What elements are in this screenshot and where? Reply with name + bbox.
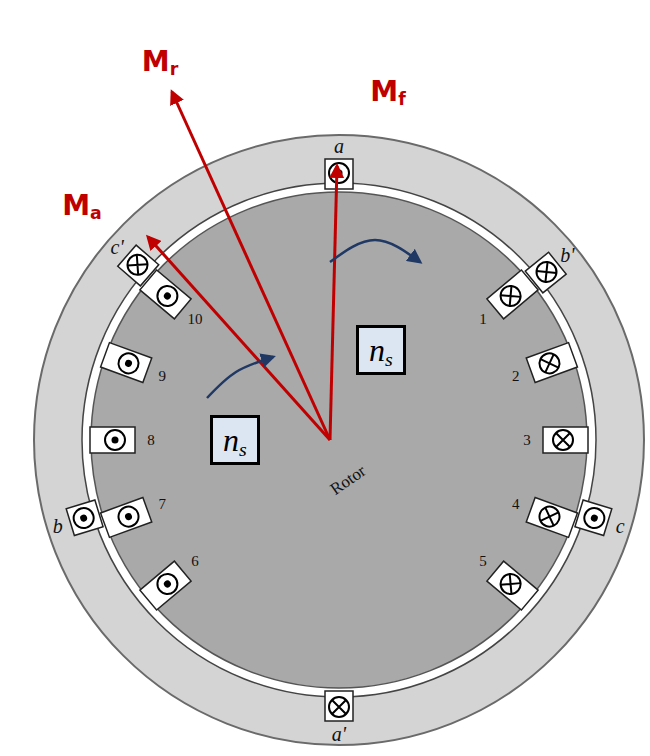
current-out-dot	[162, 579, 172, 589]
conductor-slot	[487, 561, 538, 610]
conductor-slot	[101, 343, 152, 383]
slot-number: 1	[479, 312, 487, 327]
conductor-slot	[140, 561, 191, 610]
conductor-slot	[487, 270, 538, 319]
conductor-slot	[575, 500, 612, 536]
stator-ring	[34, 135, 644, 745]
phase-label: b	[53, 516, 63, 536]
current-in-cross	[332, 700, 346, 714]
conductor-slot	[90, 427, 135, 453]
phase-label: c'	[111, 237, 124, 257]
current-out-dot	[124, 359, 133, 368]
conductor-circle	[497, 570, 525, 598]
field-vector	[148, 237, 330, 440]
conductor-circle	[105, 430, 125, 450]
rotor-body	[91, 192, 587, 688]
conductor-slot	[101, 498, 152, 538]
conductor-circle	[153, 282, 181, 310]
field-vector	[330, 166, 337, 440]
conductor-circle	[532, 258, 560, 286]
slot-outline	[66, 500, 103, 536]
slot-outline	[526, 343, 577, 383]
slot-outline	[140, 561, 191, 610]
conductor-circle	[329, 697, 349, 717]
slot-number: 9	[159, 368, 167, 383]
slot-outline	[487, 561, 538, 610]
rotation-arrow	[207, 357, 273, 398]
conductor-slot	[543, 427, 588, 453]
rotor-label: Rotor	[327, 462, 368, 498]
phase-label: a	[334, 136, 344, 156]
slot-outline	[526, 498, 577, 538]
conductor-slot	[66, 500, 103, 536]
slot-number: 6	[191, 553, 199, 568]
conductor-slot	[325, 159, 353, 189]
conductor-circle	[582, 506, 607, 531]
conductor-circle	[329, 163, 349, 183]
conductor-circle	[116, 351, 142, 377]
slot-outline	[487, 270, 538, 319]
conductor-circle	[497, 282, 525, 310]
slot-outline	[575, 500, 612, 536]
speed-box: ns	[210, 415, 260, 465]
current-out-dot	[162, 291, 172, 301]
conductor-circle	[123, 251, 151, 279]
current-out-dot	[590, 514, 599, 523]
slot-outline	[101, 498, 152, 538]
vector-label: Mr	[142, 48, 178, 76]
slot-number: 7	[159, 497, 167, 512]
stator-bore	[82, 183, 596, 697]
conductor-slot	[325, 691, 353, 721]
slot-number: 10	[187, 312, 202, 327]
slot-number: 4	[512, 497, 520, 512]
vector-label: Ma	[62, 192, 102, 220]
current-out-dot	[79, 514, 88, 523]
phase-label: b'	[560, 245, 574, 265]
speed-symbol: ns	[223, 424, 247, 456]
current-in-cross	[537, 262, 557, 282]
speed-box: ns	[356, 325, 406, 375]
current-in-cross	[541, 508, 559, 526]
current-out-dot	[124, 512, 133, 521]
vector-group	[148, 92, 420, 440]
conductor-circle	[537, 351, 563, 377]
slot-outline	[101, 343, 152, 383]
slot-number: 5	[479, 553, 487, 568]
current-in-cross	[501, 286, 521, 306]
slot-number: 2	[512, 368, 520, 383]
slot-outline	[325, 159, 353, 189]
phase-label: c	[616, 516, 625, 536]
field-vector	[172, 92, 330, 440]
slot-outline	[543, 427, 588, 453]
conductor-circle	[537, 504, 563, 530]
current-in-cross	[501, 574, 521, 594]
conductor-circle	[71, 506, 96, 531]
slot-number: 3	[523, 433, 531, 448]
conductor-circle	[153, 570, 181, 598]
current-in-cross	[541, 354, 559, 372]
conductor-slot	[526, 498, 577, 538]
rotation-arrow	[330, 240, 420, 262]
vector-label: Mf	[370, 78, 405, 106]
conductor-slot	[526, 343, 577, 383]
slot-outline	[90, 427, 135, 453]
phase-label: a'	[332, 724, 346, 744]
current-in-cross	[556, 433, 570, 447]
conductor-circle	[553, 430, 573, 450]
slot-number: 8	[147, 433, 155, 448]
current-out-dot	[112, 437, 119, 444]
speed-symbol: ns	[369, 334, 393, 366]
slot-outline	[325, 691, 353, 721]
slot-group	[66, 159, 612, 721]
current-in-cross	[128, 255, 148, 275]
conductor-circle	[116, 504, 142, 530]
